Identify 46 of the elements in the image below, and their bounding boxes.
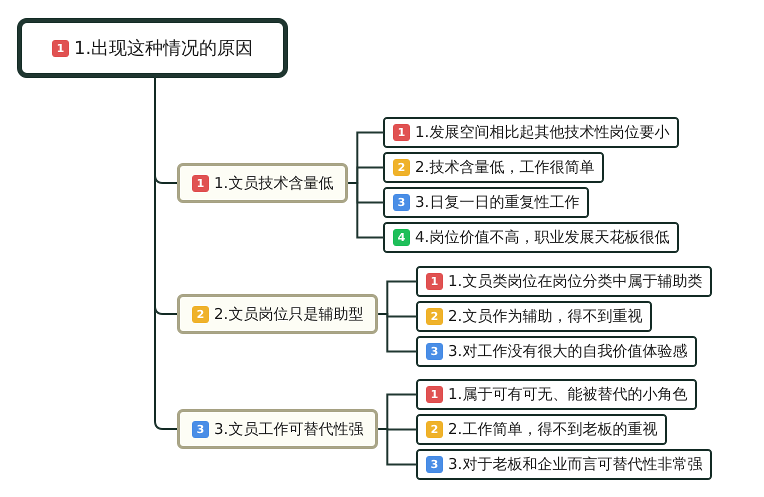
topic-box [177, 409, 378, 449]
subtopic-box [416, 379, 698, 410]
subtopic-box [416, 414, 668, 445]
topic-label: 3.对工作没有很大的自我价值体验感 [448, 342, 688, 361]
priority-badge: 2 [192, 306, 209, 322]
topic-label: 3.文员工作可替代性强 [214, 420, 364, 438]
priority-badge: 1 [426, 386, 443, 403]
topic-label: 3.日复一日的重复性工作 [415, 193, 580, 212]
subtopic-box [383, 117, 680, 148]
subtopic-box [383, 222, 680, 253]
priority-badge: 4 [393, 229, 410, 246]
topic-label: 1.文员技术含量低 [214, 174, 334, 192]
priority-badge: 1 [52, 40, 69, 56]
connector-line [378, 428, 416, 466]
subtopic-box [416, 266, 712, 297]
topic-label: 1.出现这种情况的原因 [74, 37, 254, 60]
subtopic-box [416, 449, 712, 480]
connector-line [348, 182, 383, 238]
priority-badge: 1 [426, 273, 443, 290]
topic-label: 4.岗位价值不高，职业发展天花板很低 [415, 228, 670, 247]
topic-label: 2.文员作为辅助，得不到重视 [448, 307, 642, 326]
priority-badge: 3 [426, 343, 443, 360]
root-topic-box [17, 18, 288, 78]
topic-label: 2.工作简单，得不到老板的重视 [448, 420, 658, 439]
subtopic-box [383, 152, 604, 183]
connector-line [154, 78, 177, 430]
topic-label: 2.技术含量低，工作很简单 [415, 158, 594, 177]
priority-badge: 3 [393, 194, 410, 211]
priority-badge: 2 [393, 159, 410, 176]
topic-box [177, 294, 378, 334]
topic-label: 3.对于老板和企业而言可替代性非常强 [448, 455, 702, 474]
subtopic-box [416, 301, 652, 332]
topic-label: 1.文员类岗位在岗位分类中属于辅助类 [448, 272, 702, 291]
topic-box [177, 163, 348, 203]
priority-badge: 3 [426, 456, 443, 473]
priority-badge: 3 [192, 420, 209, 438]
subtopic-box [383, 187, 590, 218]
priority-badge: 1 [393, 124, 410, 141]
priority-badge: 2 [426, 421, 443, 438]
subtopic-box [416, 336, 698, 367]
priority-badge: 1 [192, 174, 209, 192]
priority-badge: 2 [426, 308, 443, 325]
topic-label: 1.属于可有可无、能被替代的小角色 [448, 385, 688, 404]
topic-label: 1.发展空间相比起其他技术性岗位要小 [415, 123, 670, 142]
topic-label: 2.文员岗位只是辅助型 [214, 304, 364, 324]
connector-line [378, 313, 416, 352]
